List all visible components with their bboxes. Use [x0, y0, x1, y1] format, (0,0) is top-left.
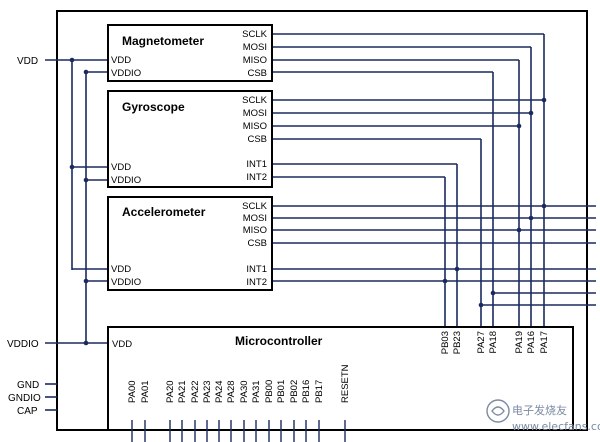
mcu-pin-label: PA17 [539, 331, 550, 354]
mcu-pin-label: PB01 [276, 380, 287, 403]
junction-dot [528, 110, 534, 116]
mcu-pin-label: PA21 [177, 380, 188, 403]
junction-dot [69, 164, 75, 170]
mcu-pin-label: PB03 [440, 331, 451, 354]
gyroscope-block: Gyroscope VDD VDDIO SCLK MOSI MISO CSB I… [107, 90, 273, 188]
pin-label: MOSI [243, 42, 267, 53]
magnetometer-title: Magnetometer [122, 34, 204, 48]
mcu-pin-label: PA00 [127, 380, 138, 403]
junction-dot [541, 203, 547, 209]
pin-label: VDDIO [111, 68, 141, 79]
pin-label: MISO [243, 121, 267, 132]
mcu-pin-label: PA18 [488, 331, 499, 354]
cap-label: CAP [17, 406, 38, 417]
mcu-pin-label: PB17 [314, 380, 325, 403]
pin-label: VDD [112, 339, 132, 350]
junction-dot [516, 123, 522, 129]
pin-label: VDD [111, 55, 131, 66]
junction-dot [478, 302, 484, 308]
accelerometer-block: Accelerometer VDD VDDIO SCLK MOSI MISO C… [107, 196, 273, 291]
pin-label: SCLK [242, 201, 267, 212]
pin-label: SCLK [242, 95, 267, 106]
pin-label: INT1 [246, 159, 267, 170]
mcu-pin-label: PB23 [452, 331, 463, 354]
mcu-pin-label: PA19 [514, 331, 525, 354]
mcu-pin-label: PB00 [264, 380, 275, 403]
junction-dot [490, 290, 496, 296]
junction-dot [454, 266, 460, 272]
pin-label: CSB [247, 68, 267, 79]
junction-dot [83, 177, 89, 183]
gndio-label: GNDIO [8, 393, 41, 404]
pin-label: MISO [243, 55, 267, 66]
watermark-brand: 电子发烧友 [512, 403, 567, 417]
mcu-pin-label: PA23 [202, 380, 213, 403]
microcontroller-title: Microcontroller [235, 334, 323, 348]
mcu-pin-label: PA27 [476, 331, 487, 354]
mcu-pin-label: PA22 [190, 380, 201, 403]
junction-dot [516, 227, 522, 233]
pin-label: CSB [247, 134, 267, 145]
mcu-pin-label: PA20 [165, 380, 176, 403]
junction-dot [528, 215, 534, 221]
pin-label: VDDIO [111, 277, 141, 288]
pin-label: INT2 [246, 172, 267, 183]
pin-label: VDDIO [111, 175, 141, 186]
junction-dot [83, 340, 89, 346]
watermark-url: www.elecfans.com [512, 420, 600, 433]
mcu-pin-label: PA31 [251, 380, 262, 403]
mcu-pin-label: PA28 [226, 380, 237, 403]
pin-label: VDD [111, 162, 131, 173]
pin-label: INT2 [246, 277, 267, 288]
pin-label: INT1 [246, 264, 267, 275]
junction-dot [69, 57, 75, 63]
mcu-pin-label: RESETN [340, 364, 351, 403]
pin-label: MOSI [243, 213, 267, 224]
watermark-logo-icon [491, 406, 505, 416]
magnetometer-block: Magnetometer VDD VDDIO SCLK MOSI MISO CS… [107, 24, 273, 82]
vddio-label: VDDIO [7, 339, 39, 350]
mcu-pin-label: PA16 [526, 331, 537, 354]
vdd-label: VDD [17, 56, 38, 67]
junction-dot [442, 278, 448, 284]
pin-label: VDD [111, 264, 131, 275]
junction-dot [541, 97, 547, 103]
mcu-pin-label: PB02 [289, 380, 300, 403]
pin-label: CSB [247, 238, 267, 249]
mcu-pin-label: PA24 [214, 380, 225, 403]
pin-label: MISO [243, 225, 267, 236]
junction-dot [83, 69, 89, 75]
mcu-pin-label: PB16 [301, 380, 312, 403]
gyroscope-title: Gyroscope [122, 100, 185, 114]
mcu-pin-label: PA01 [140, 380, 151, 403]
pin-label: SCLK [242, 29, 267, 40]
junction-dot [83, 278, 89, 284]
watermark: 电子发烧友 www.elecfans.com [486, 399, 600, 433]
mcu-pin-label: PA30 [239, 380, 250, 403]
accelerometer-title: Accelerometer [122, 205, 206, 219]
pin-label: MOSI [243, 108, 267, 119]
watermark-logo-icon [486, 399, 510, 423]
gnd-label: GND [17, 380, 39, 391]
